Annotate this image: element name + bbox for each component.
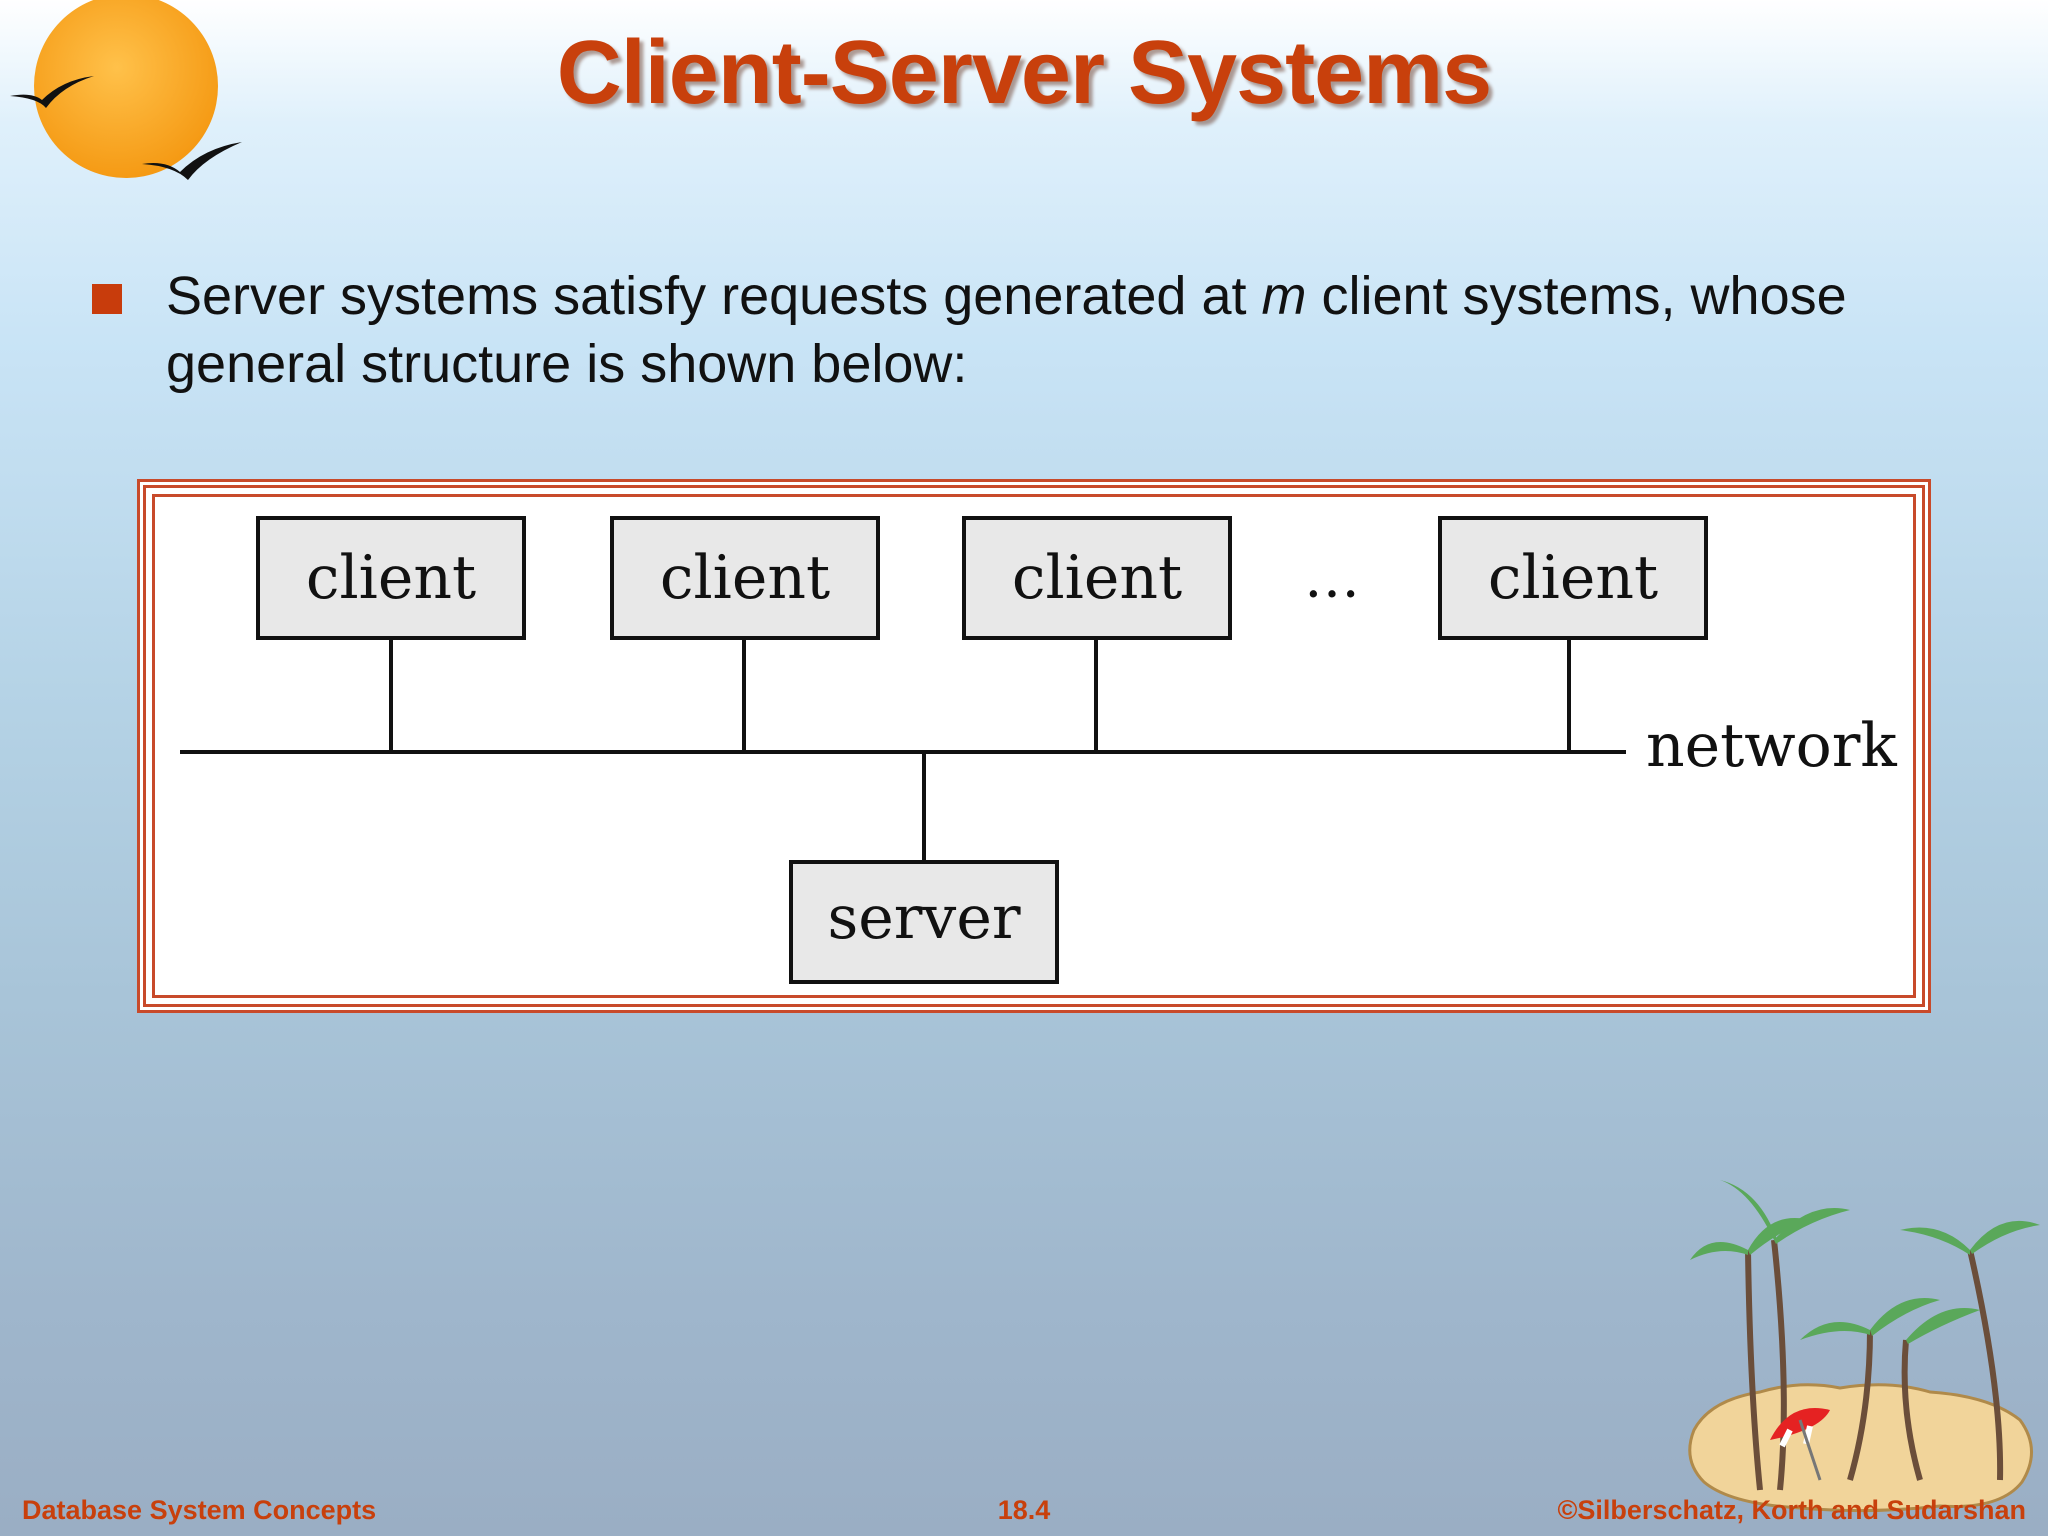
- network-label: network: [1646, 711, 1897, 781]
- server-box: server: [789, 860, 1059, 984]
- client-box-1: client: [256, 516, 526, 640]
- client-box-2: client: [610, 516, 880, 640]
- server-label: server: [827, 883, 1020, 953]
- palm-island-icon: [1688, 1180, 2040, 1513]
- client-server-diagram: client client client … client network se…: [143, 485, 1925, 1007]
- footer-copyright: ©Silberschatz, Korth and Sudarshan: [1557, 1495, 2026, 1525]
- client-box-4: client: [1438, 516, 1708, 640]
- clients-ellipsis: …: [1304, 546, 1360, 611]
- client-label-3: client: [1012, 543, 1182, 613]
- footer-page-number: 18.4: [997, 1495, 1051, 1525]
- diagram-canvas: client client client … client network se…: [180, 516, 1897, 984]
- bullet-text: Server systems satisfy requests generate…: [166, 266, 1847, 394]
- bullet-square-icon: [92, 284, 122, 314]
- slide-title: Client-Server Systems: [556, 23, 1492, 123]
- sun-with-birds-icon: [10, 0, 242, 180]
- footer-course-title: Database System Concepts: [22, 1495, 377, 1525]
- client-box-3: client: [962, 516, 1232, 640]
- client-label-1: client: [306, 543, 476, 613]
- client-label-2: client: [660, 543, 830, 613]
- client-label-4: client: [1488, 543, 1658, 613]
